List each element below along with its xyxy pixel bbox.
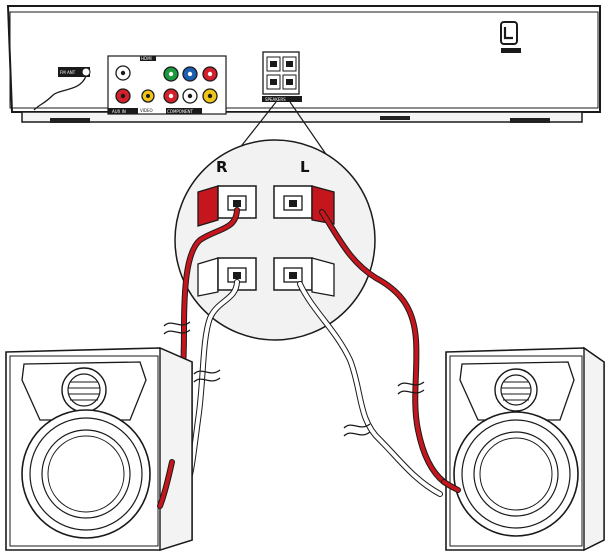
rca-jack-icon — [163, 66, 179, 82]
right-channel-label: R — [216, 158, 228, 176]
rca-jack-icon — [115, 65, 131, 81]
unit-rear-panel: FM ANT AUX IN HDMI COMPONENT VIDEO — [6, 5, 601, 123]
fm-antenna-label: FM ANT — [60, 70, 76, 75]
audio-in-label: AUX IN — [112, 109, 126, 114]
speaker-icon — [5, 346, 193, 551]
power-socket-icon — [500, 21, 521, 53]
rca-jack-icon — [202, 88, 218, 104]
speaker-wires — [163, 207, 447, 497]
hdmi-label: HDMI — [141, 56, 152, 61]
fm-antenna-jack: FM ANT — [33, 67, 91, 111]
rca-jack-icon — [163, 88, 179, 104]
panel-speaker-terminals: SPEAKERS — [262, 51, 302, 102]
speaker-terminal-icon — [273, 185, 335, 225]
component-label: COMPONENT — [167, 109, 193, 114]
terminal-zoom-circle: R L — [174, 139, 376, 341]
rca-jack-icon — [115, 88, 131, 104]
rca-jack-icon — [202, 66, 218, 82]
speaker-terminal-icon — [273, 257, 335, 297]
left-channel-label: L — [300, 158, 310, 176]
speaker-terminal-icon — [197, 185, 257, 227]
speakers-label: SPEAKERS — [265, 97, 286, 102]
rca-jack-icon — [182, 66, 198, 82]
rca-jack-icon — [182, 88, 198, 104]
speaker-terminal-icon — [197, 257, 257, 297]
speaker-icon — [445, 346, 605, 552]
av-jack-block: AUX IN HDMI COMPONENT VIDEO — [107, 55, 227, 115]
rca-jack-icon — [141, 89, 155, 103]
video-label: VIDEO — [140, 108, 153, 113]
wire-break-marks — [163, 321, 425, 437]
